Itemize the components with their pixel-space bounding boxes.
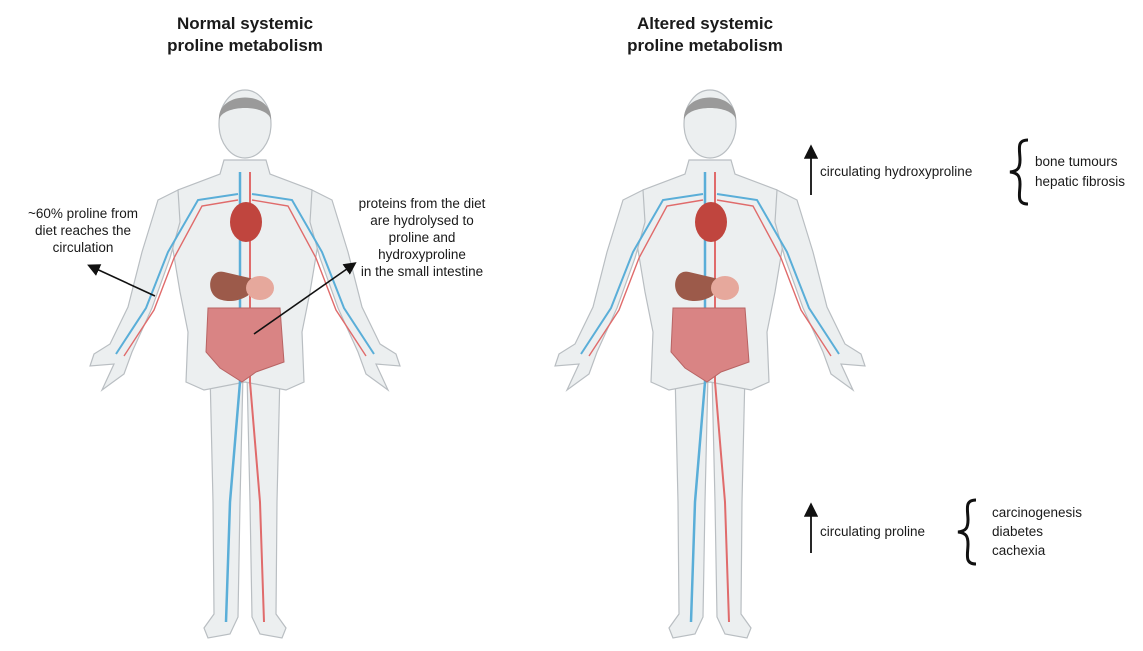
condition-item: carcinogenesis [992, 503, 1082, 522]
annotation-right-line: proline and [332, 229, 512, 246]
human-body-illustration-left [80, 82, 410, 650]
brace-proline-icon [958, 500, 976, 564]
annotation-right-line: proteins from the diet [332, 195, 512, 212]
left-arm [555, 190, 645, 390]
annotation-right-line: in the small intestine [332, 263, 512, 280]
annotation-right-line: hydroxyproline [332, 246, 512, 263]
heart [230, 202, 262, 242]
annotation-left-line: circulation [8, 239, 158, 256]
condition-item: hepatic fibrosis [1035, 172, 1125, 192]
circulating-proline-label: circulating proline [820, 523, 925, 540]
hydroxyproline-conditions: bone tumours hepatic fibrosis [1035, 152, 1125, 192]
intestine-hydrolysis-annotation: proteins from the diet are hydrolysed to… [332, 195, 512, 280]
right-panel-title: Altered systemic proline metabolism [600, 13, 810, 57]
stomach [246, 276, 274, 300]
right-title-line1: Altered systemic [600, 13, 810, 35]
annotation-right-line: are hydrolysed to [332, 212, 512, 229]
circulating-hydroxyproline-label: circulating hydroxyproline [820, 163, 972, 180]
left-title-line2: proline metabolism [140, 35, 350, 57]
proline-conditions: carcinogenesis diabetes cachexia [992, 503, 1082, 560]
condition-item: bone tumours [1035, 152, 1125, 172]
left-panel-title: Normal systemic proline metabolism [140, 13, 350, 57]
right-title-line2: proline metabolism [600, 35, 810, 57]
normal-body-figure [80, 82, 410, 650]
heart [695, 202, 727, 242]
annotation-left-line: ~60% proline from [8, 205, 158, 222]
diet-circulation-annotation: ~60% proline from diet reaches the circu… [8, 205, 158, 256]
left-title-line1: Normal systemic [140, 13, 350, 35]
annotation-left-line: diet reaches the [8, 222, 158, 239]
condition-item: cachexia [992, 541, 1082, 560]
stomach [711, 276, 739, 300]
brace-hydroxyproline-icon [1010, 140, 1028, 204]
condition-item: diabetes [992, 522, 1082, 541]
right-arm [775, 190, 865, 390]
